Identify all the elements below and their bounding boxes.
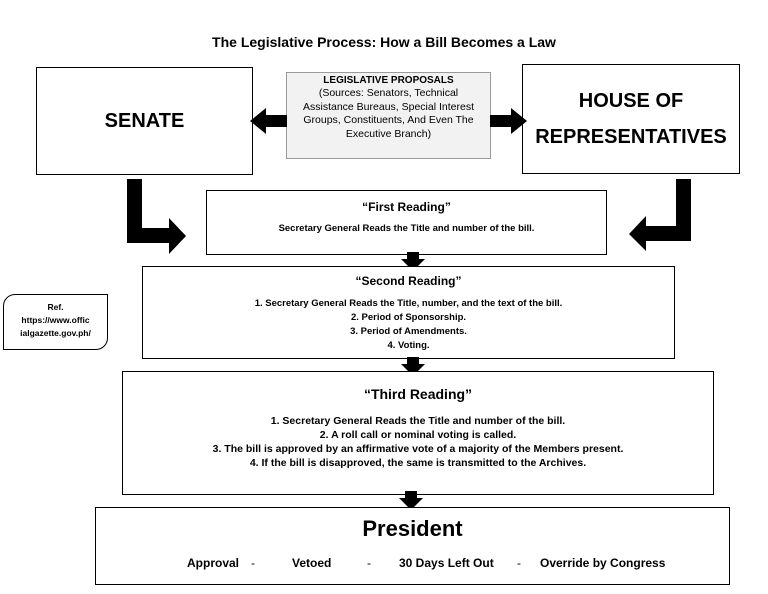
president-box: President Approval - Vetoed - 30 Days Le… — [95, 507, 730, 585]
ref-line: https://www.offic — [21, 315, 90, 325]
ref-line: ialgazette.gov.ph/ — [20, 328, 91, 338]
arrow-down-third-to-president — [399, 491, 423, 510]
list-item: 2. Period of Sponsorship. — [350, 312, 467, 323]
arrow-down-first-to-second — [401, 252, 425, 271]
senate-label: SENATE — [104, 109, 185, 132]
list-item: 1. Secretary General Reads the Title, nu… — [254, 298, 563, 309]
arrow-to-house — [490, 108, 527, 134]
legislative-proposals-box: LEGISLATIVE PROPOSALS (Sources: Senators… — [286, 72, 491, 159]
arrow-down-second-to-third — [401, 357, 425, 376]
president-option-vetoed: Vetoed — [292, 556, 332, 570]
house-box: HOUSE OF REPRESENTATIVES — [522, 64, 740, 174]
arrow-to-senate — [250, 108, 287, 134]
option-separator: - — [517, 556, 521, 570]
second-reading-list: 1. Secretary General Reads the Title, nu… — [143, 297, 674, 353]
president-heading: President — [362, 516, 463, 541]
list-item: 4. Voting. — [387, 340, 430, 351]
proposals-heading: LEGISLATIVE PROPOSALS — [323, 75, 454, 86]
third-reading-box: “Third Reading” 1. Secretary General Rea… — [122, 371, 714, 495]
list-item: 3. The bill is approved by an affirmativ… — [212, 443, 624, 455]
third-reading-heading: “Third Reading” — [363, 386, 473, 402]
first-reading-heading: “First Reading” — [362, 200, 451, 214]
list-item: 4. If the bill is disapproved, the same … — [249, 457, 587, 469]
proposals-line: Assistance Bureaus, Special Interest — [302, 100, 474, 113]
arrow-senate-to-first-reading — [127, 179, 186, 254]
first-reading-box: “First Reading” Secretary General Reads … — [206, 190, 607, 255]
list-item: 2. A roll call or nominal voting is call… — [319, 429, 517, 441]
house-label-line2: REPRESENTATIVES — [535, 126, 727, 148]
diagram-title: The Legislative Process: How a Bill Beco… — [212, 34, 556, 50]
arrow-house-to-first-reading — [629, 179, 691, 251]
president-option-30-days: 30 Days Left Out — [399, 556, 494, 570]
reference-note: Ref. https://www.offic ialgazette.gov.ph… — [3, 294, 108, 350]
option-separator: - — [251, 556, 255, 570]
list-item: 1. Secretary General Reads the Title and… — [270, 415, 566, 427]
list-item: 3. Period of Amendments. — [350, 326, 467, 337]
house-label-line1: HOUSE OF — [578, 90, 684, 112]
option-separator: - — [367, 556, 371, 570]
ref-line: Ref. — [47, 302, 64, 312]
senate-box: SENATE — [36, 67, 253, 175]
second-reading-box: “Second Reading” 1. Secretary General Re… — [142, 266, 675, 359]
third-reading-list: 1. Secretary General Reads the Title and… — [123, 414, 713, 470]
proposals-line: Executive Branch) — [345, 127, 432, 140]
first-reading-text: Secretary General Reads the Title and nu… — [278, 223, 535, 234]
president-option-approval: Approval — [187, 556, 240, 570]
proposals-line: Groups, Constituents, And Even The — [303, 114, 474, 127]
second-reading-heading: “Second Reading” — [355, 274, 462, 288]
president-option-override: Override by Congress — [540, 556, 666, 570]
proposals-line: (Sources: Senators, Technical — [318, 87, 459, 100]
